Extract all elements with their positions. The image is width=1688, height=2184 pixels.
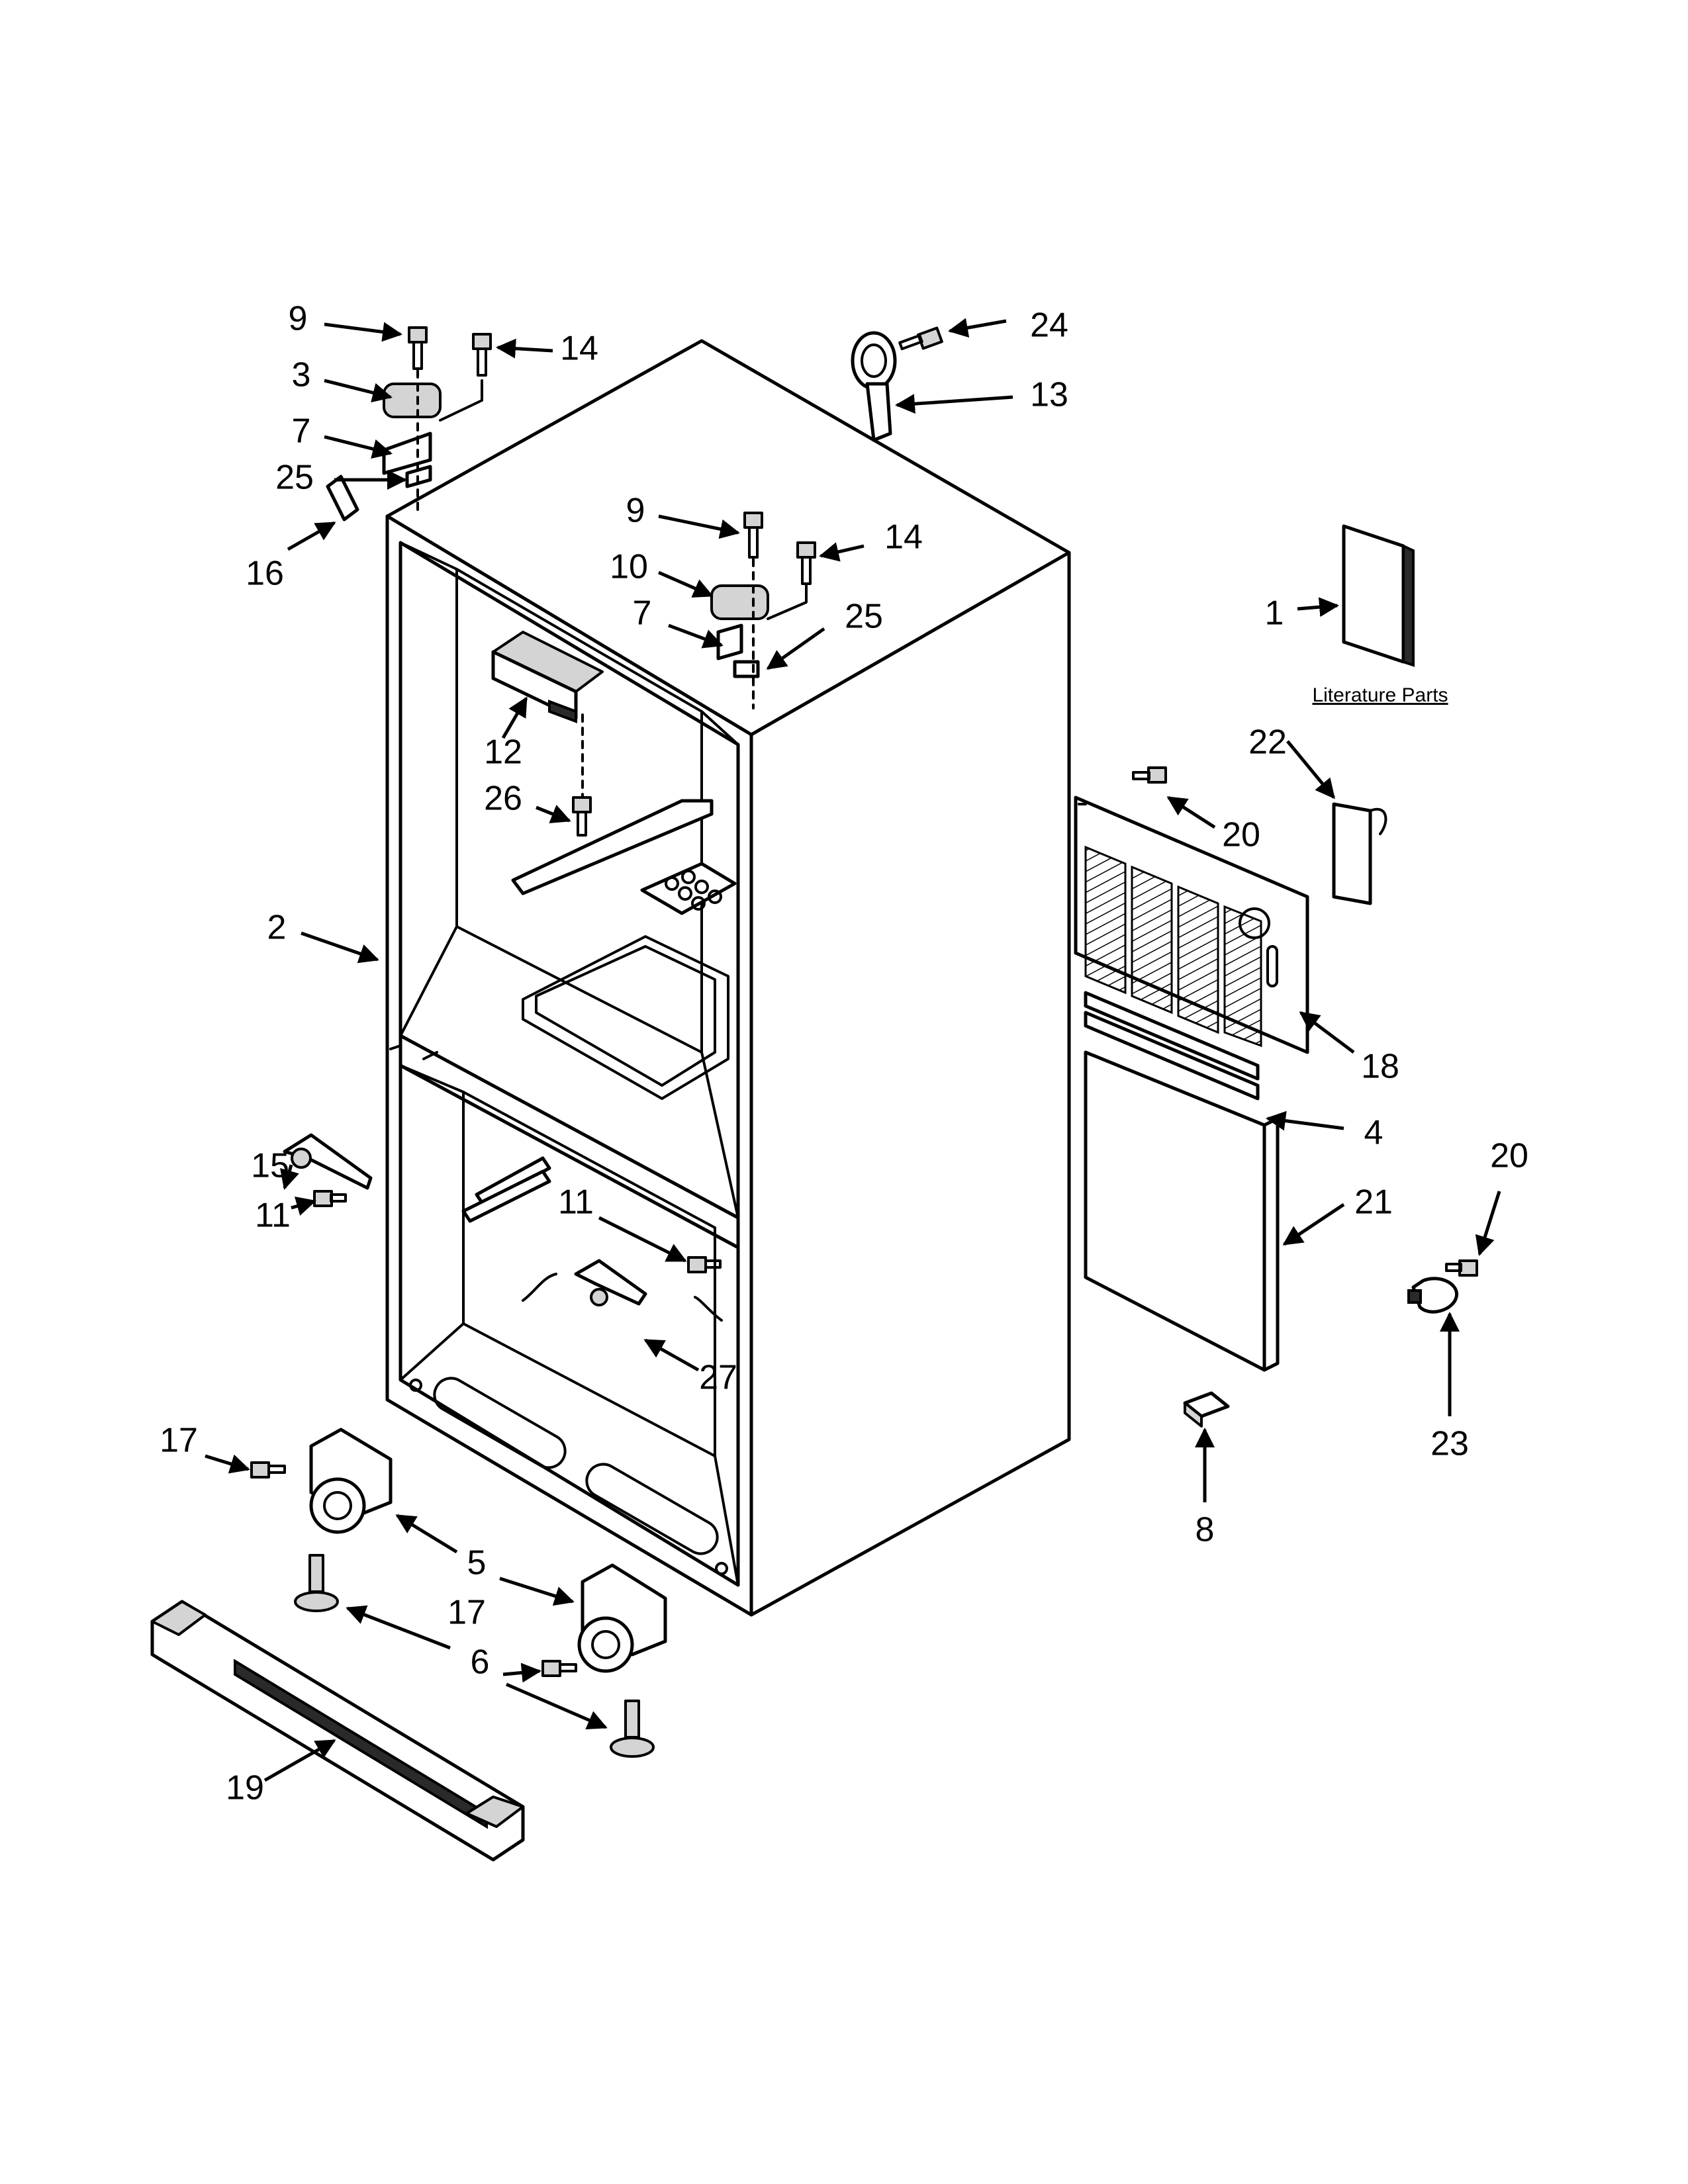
callout-17-left: 17 (160, 1422, 198, 1460)
base-oval-left (433, 1377, 567, 1469)
control-housing-12 (491, 631, 604, 837)
bolt-icon (796, 541, 816, 585)
callout-11-left: 11 (255, 1197, 291, 1235)
callout-21: 21 (1354, 1183, 1393, 1222)
clip-8 (1183, 1391, 1230, 1428)
upper-left-hinge-assembly (326, 326, 492, 522)
callout-14-center: 14 (884, 518, 923, 557)
literature-parts-label: Literature Parts (1312, 684, 1448, 706)
callout-19: 19 (226, 1769, 264, 1807)
front-panel-21-lip (1262, 1116, 1280, 1372)
roller-assembly-left (294, 1428, 393, 1612)
callout-17-center: 17 (447, 1594, 486, 1632)
bracket-icon (1332, 802, 1372, 905)
screw-icon (898, 326, 943, 351)
bolt-icon (472, 333, 492, 377)
callout-20-right: 20 (1490, 1137, 1528, 1175)
air-vent-grille (640, 862, 737, 915)
roller-icon (577, 1616, 634, 1673)
leader-lines (205, 318, 1501, 1782)
callout-11-center: 11 (558, 1183, 594, 1222)
callout-24: 24 (1030, 306, 1068, 345)
fresh-food-floor (522, 935, 729, 1100)
hinge-icon (716, 623, 743, 660)
callout-13: 13 (1030, 376, 1068, 414)
screw-20a (1132, 766, 1167, 784)
callout-9-center: 9 (626, 492, 645, 530)
screw-11a (313, 1190, 347, 1207)
hinge-cover-icon (383, 383, 442, 418)
callout-26: 26 (484, 780, 522, 818)
callout-7-upper-left: 7 (292, 412, 311, 451)
leveling-leg-icon (610, 1700, 655, 1758)
callout-8: 8 (1196, 1511, 1215, 1549)
callout-9-upper-left: 9 (289, 300, 308, 338)
manual-icon (1342, 524, 1405, 664)
callout-22: 22 (1248, 723, 1287, 762)
callout-5: 5 (467, 1544, 487, 1582)
front-panel-21 (1084, 1050, 1266, 1372)
screw-17b (541, 1660, 577, 1677)
base-grille-19 (150, 1600, 525, 1862)
cable-guide-13 (851, 326, 943, 442)
callout-1: 1 (1265, 594, 1284, 633)
roller-icon (309, 1477, 366, 1534)
callout-25-center: 25 (845, 598, 883, 636)
callout-10: 10 (610, 548, 648, 586)
grille-seal-4 (1084, 991, 1260, 1101)
wire-cover-icon (326, 475, 359, 522)
clamp-23 (1407, 1277, 1458, 1314)
center-hinge-27 (574, 1259, 647, 1306)
leveling-leg-icon (294, 1554, 339, 1612)
screw-icon (408, 326, 428, 370)
callout-14-upper-left: 14 (560, 330, 598, 368)
bracket-22 (1332, 802, 1387, 905)
upper-right-hinge-assembly (710, 512, 816, 709)
callout-2: 2 (267, 909, 287, 947)
callout-4: 4 (1364, 1114, 1383, 1152)
toe-grille-18 (1074, 796, 1309, 1054)
cabinet-side (749, 551, 1071, 1617)
clamp-icon (1411, 1277, 1458, 1314)
callout-27: 27 (699, 1359, 737, 1397)
callout-15: 15 (251, 1147, 289, 1185)
callout-16: 16 (246, 555, 284, 593)
literature-manual: Literature Parts (1312, 524, 1448, 706)
callout-6: 6 (471, 1643, 490, 1682)
screw-icon (743, 512, 763, 559)
callout-7-center: 7 (633, 594, 652, 633)
callout-3: 3 (292, 356, 311, 394)
screw-17a (250, 1461, 286, 1479)
callout-labels: 9 14 3 7 25 16 24 13 9 14 10 7 25 1 12 2… (160, 300, 1528, 1807)
base-oval-right (585, 1463, 719, 1555)
screw-11b (687, 1256, 722, 1273)
screw-20b (1445, 1259, 1478, 1277)
crisper-rail (511, 799, 714, 895)
callout-23: 23 (1430, 1425, 1469, 1463)
roller-assembly-right (577, 1563, 667, 1758)
center-hinge-15 (283, 1133, 373, 1190)
screw-icon (572, 796, 592, 837)
callout-18: 18 (1361, 1048, 1399, 1086)
callout-25-upper-left: 25 (275, 459, 314, 497)
callout-20-upper: 20 (1222, 816, 1260, 854)
callout-12: 12 (484, 733, 522, 772)
hinge-cover-icon (710, 584, 769, 620)
